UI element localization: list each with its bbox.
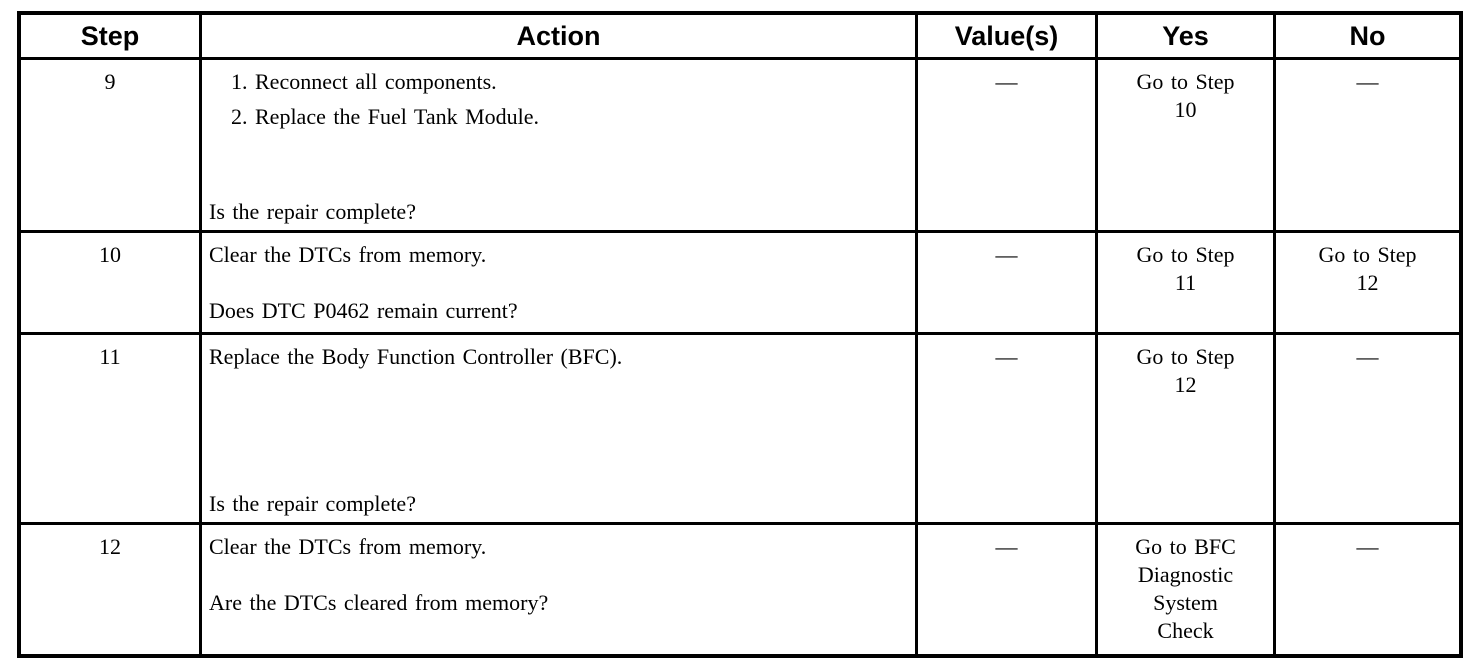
step-cell-12: 12 bbox=[21, 522, 199, 654]
no-line: 12 bbox=[1356, 270, 1379, 295]
action-question: Are the DTCs cleared from memory? bbox=[209, 590, 549, 615]
action-step-line: 1. Reconnect all components. bbox=[231, 69, 497, 94]
yes-line: Go to Step bbox=[1136, 344, 1235, 369]
step-cell-11: 11 bbox=[21, 332, 199, 522]
values-cell-11: — bbox=[915, 332, 1095, 522]
no-cell-11: — bbox=[1273, 332, 1459, 522]
col-header-values: Value(s) bbox=[915, 15, 1095, 57]
no-line: — bbox=[1356, 534, 1379, 559]
diagnostic-step-table: Step Action Value(s) Yes No 9 1. Reconne… bbox=[17, 11, 1463, 658]
action-question: Is the repair complete? bbox=[209, 199, 416, 224]
yes-line: 11 bbox=[1174, 270, 1197, 295]
step-cell-10: 10 bbox=[21, 230, 199, 332]
no-line: — bbox=[1356, 69, 1379, 94]
yes-line: Diagnostic bbox=[1137, 562, 1234, 587]
step-cell-9: 9 bbox=[21, 57, 199, 230]
yes-line: Check bbox=[1157, 618, 1214, 643]
yes-cell-11: Go to Step 12 bbox=[1095, 332, 1273, 522]
action-step-line: 2. Replace the Fuel Tank Module. bbox=[231, 104, 540, 129]
values-cell-12: — bbox=[915, 522, 1095, 654]
action-cell-11: Replace the Body Function Controller (BF… bbox=[199, 332, 915, 522]
values-cell-10: — bbox=[915, 230, 1095, 332]
yes-cell-10: Go to Step 11 bbox=[1095, 230, 1273, 332]
yes-line: Go to Step bbox=[1136, 69, 1235, 94]
action-step-line: Clear the DTCs from memory. bbox=[209, 242, 487, 267]
action-step-line: Replace the Body Function Controller (BF… bbox=[209, 344, 623, 369]
action-cell-12: Clear the DTCs from memory. Are the DTCs… bbox=[199, 522, 915, 654]
action-question: Does DTC P0462 remain current? bbox=[209, 298, 518, 323]
yes-line: System bbox=[1153, 590, 1218, 615]
action-cell-9: 1. Reconnect all components. 2. Replace … bbox=[199, 57, 915, 230]
yes-line: Go to BFC bbox=[1135, 534, 1236, 559]
col-header-yes: Yes bbox=[1095, 15, 1273, 57]
action-question: Is the repair complete? bbox=[209, 491, 416, 516]
no-line: — bbox=[1356, 344, 1379, 369]
no-cell-12: — bbox=[1273, 522, 1459, 654]
col-header-step: Step bbox=[80, 20, 140, 51]
col-header-action: Action bbox=[199, 15, 915, 57]
yes-cell-9: Go to Step 10 bbox=[1095, 57, 1273, 230]
no-line: Go to Step bbox=[1318, 242, 1417, 267]
action-steps: 1. Reconnect all components. 2. Replace … bbox=[209, 68, 907, 138]
no-cell-9: — bbox=[1273, 57, 1459, 230]
action-cell-10: Clear the DTCs from memory. Does DTC P04… bbox=[199, 230, 915, 332]
values-cell-9: — bbox=[915, 57, 1095, 230]
yes-line: 10 bbox=[1174, 97, 1197, 122]
no-cell-10: Go to Step 12 bbox=[1273, 230, 1459, 332]
col-header-no: No bbox=[1273, 15, 1459, 57]
yes-cell-12: Go to BFC Diagnostic System Check bbox=[1095, 522, 1273, 654]
action-step-line: Clear the DTCs from memory. bbox=[209, 534, 487, 559]
yes-line: 12 bbox=[1174, 372, 1197, 397]
yes-line: Go to Step bbox=[1136, 242, 1235, 267]
